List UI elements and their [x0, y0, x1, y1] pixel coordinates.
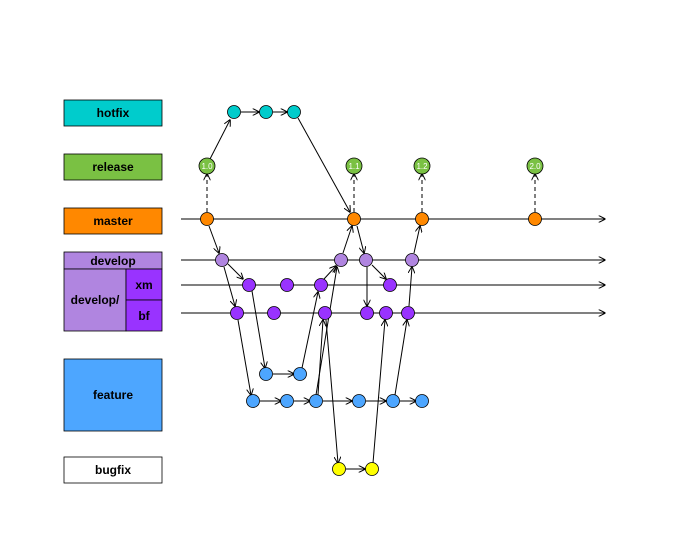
- release-tag-label: 1.1: [348, 162, 360, 171]
- flow-arrow: [223, 266, 235, 306]
- flow-arrow: [342, 226, 352, 254]
- release-tag-label: 1.0: [201, 162, 213, 171]
- flow-arrow: [209, 120, 230, 160]
- hotfix-commit: [227, 105, 241, 119]
- develop-commit: [405, 253, 419, 267]
- xm-commit: [242, 278, 256, 292]
- bugfix-commit: [365, 462, 379, 476]
- feature-commit: [246, 394, 260, 408]
- release-tag-node: [345, 157, 363, 175]
- feature-commit: [293, 367, 307, 381]
- branch-lines: [181, 219, 605, 313]
- commits-hotfix: [227, 105, 301, 119]
- flow-arrow: [413, 226, 420, 254]
- hotfix-commit: [259, 105, 273, 119]
- develop-commit: [334, 253, 348, 267]
- develop-prefix-box: [63, 268, 127, 332]
- hotfix-commit: [287, 105, 301, 119]
- release-tag-node: [526, 157, 544, 175]
- flow-arrow: [394, 320, 407, 396]
- bugfix-label-box: [63, 456, 163, 484]
- xm-label: xm: [135, 278, 152, 292]
- flow-arrow: [251, 290, 265, 368]
- xm-commit: [314, 278, 328, 292]
- xm-commit: [280, 278, 294, 292]
- flow-arrow: [301, 292, 318, 369]
- release-tag-label: 1.2: [416, 162, 428, 171]
- develop-label: develop: [90, 254, 135, 268]
- master-label: master: [93, 214, 133, 228]
- commits-develop: [215, 253, 419, 267]
- flow-arrow: [323, 266, 336, 280]
- master-commit: [528, 212, 542, 226]
- feature-commit: [352, 394, 366, 408]
- flow-arrow: [297, 117, 350, 212]
- feature-label-box: [63, 358, 163, 432]
- feature-commit: [259, 367, 273, 381]
- master-commit: [347, 212, 361, 226]
- commits-feature: [246, 367, 429, 408]
- bf-commit: [230, 306, 244, 320]
- release-label: release: [92, 160, 134, 174]
- develop-commit: [359, 253, 373, 267]
- flow-arrow: [317, 320, 323, 396]
- release-tags: 1.0 1.1 1.2 2.0: [198, 157, 544, 175]
- tag-links: [207, 174, 535, 212]
- xm-commit: [383, 278, 397, 292]
- feature-commit: [280, 394, 294, 408]
- bf-commit: [379, 306, 393, 320]
- feature-commit: [415, 394, 429, 408]
- release-tag-node: [198, 157, 216, 175]
- hotfix-label-box: [63, 99, 163, 127]
- flow-arrow: [409, 267, 412, 307]
- branch-labels: hotfix release master develop develop/ x…: [63, 99, 163, 484]
- feature-commit: [309, 394, 323, 408]
- flow-arrow: [372, 320, 385, 464]
- flow-arrow: [325, 319, 338, 463]
- bf-commit: [318, 306, 332, 320]
- bugfix-commit: [332, 462, 346, 476]
- release-tag-node: [413, 157, 431, 175]
- bf-commit: [360, 306, 374, 320]
- bf-label-box: [125, 299, 163, 332]
- flow-arrows: [208, 112, 420, 469]
- master-commit: [200, 212, 214, 226]
- feature-commit: [386, 394, 400, 408]
- flow-arrow: [237, 319, 251, 395]
- flow-arrow: [227, 263, 243, 279]
- bf-commit: [401, 306, 415, 320]
- master-commit: [415, 212, 429, 226]
- develop-commit: [215, 253, 229, 267]
- release-tag-label: 2.0: [529, 162, 541, 171]
- flow-arrow: [208, 225, 219, 253]
- flow-arrow: [356, 225, 364, 253]
- flow-arrow: [371, 264, 386, 279]
- feature-label: feature: [93, 388, 133, 402]
- commits-xm: [242, 278, 397, 292]
- commits-bugfix: [332, 462, 379, 476]
- hotfix-label: hotfix: [97, 106, 130, 120]
- commits-bf: [230, 306, 415, 320]
- bf-label: bf: [138, 309, 150, 323]
- bf-commit: [267, 306, 281, 320]
- commits-master: [200, 212, 542, 226]
- release-label-box: [63, 153, 163, 181]
- develop-prefix-label: develop/: [71, 293, 120, 307]
- master-label-box: [63, 207, 163, 235]
- bugfix-label: bugfix: [95, 463, 131, 477]
